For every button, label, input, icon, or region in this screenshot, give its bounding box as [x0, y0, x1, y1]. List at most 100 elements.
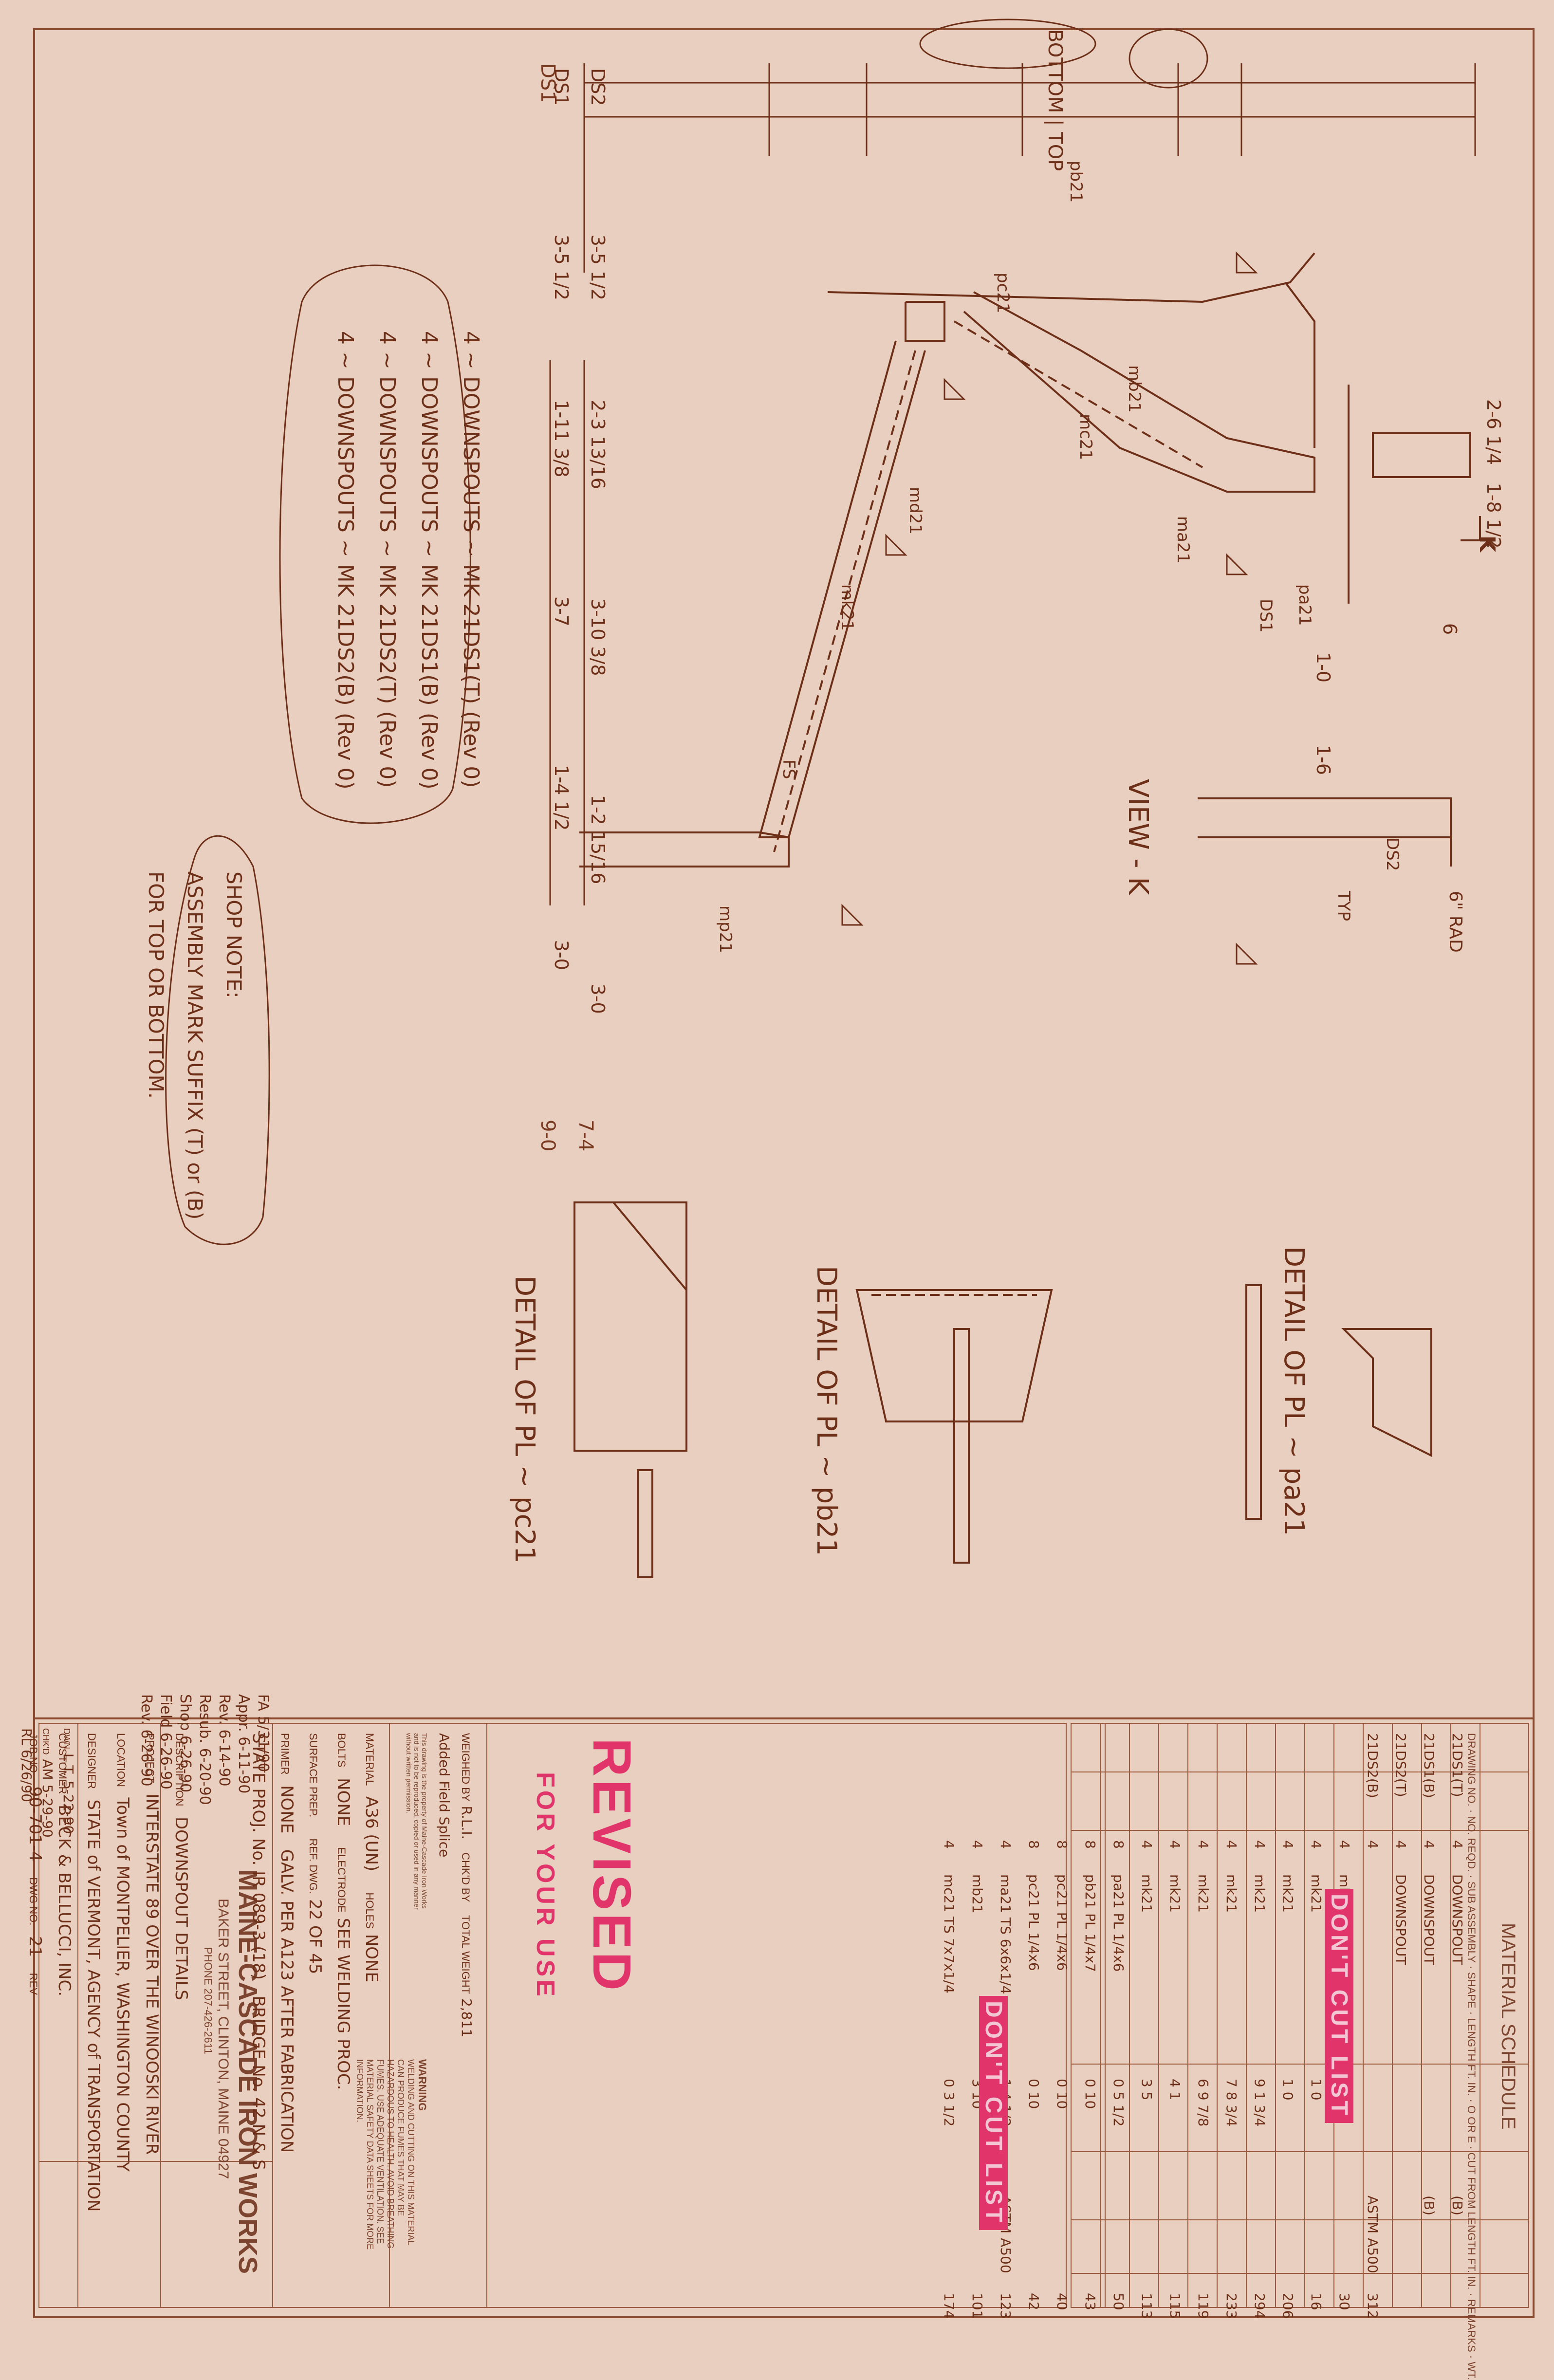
schedule-cell-wt: 123	[998, 2293, 1014, 2319]
bolts-label: BOLTS	[335, 1733, 348, 1768]
electrode-value: SEE WELDING PROC.	[333, 1918, 353, 2090]
part-label: ma21	[1173, 516, 1193, 564]
location-label: LOCATION	[115, 1733, 127, 1787]
weight-value: 2,811	[459, 1998, 475, 2038]
schedule-cell-wt: 233	[1223, 2293, 1240, 2319]
company-phone-text: PHONE 207-426-2611	[202, 1947, 214, 2054]
schedule-cell-qty: 4	[1421, 1840, 1437, 1849]
ref-dwg-value: 22 OF 45	[305, 1899, 325, 1974]
part-label: TYP	[1334, 891, 1353, 922]
schedule-cell-shape: mk21	[1195, 1874, 1211, 1913]
schedule-cell-mark: 21DS2(T)	[1393, 1733, 1409, 1797]
designer-value: STATE of VERMONT, AGENCY of TRANSPORTATI…	[84, 1799, 103, 2212]
schedule-cell-qty: 4	[941, 1840, 957, 1849]
location-value: Town of MONTPELIER, WASHINGTON COUNTY	[113, 1797, 132, 2172]
part-label: pb21	[1066, 161, 1086, 203]
schedule-cell-wt: 206	[1280, 2293, 1296, 2319]
finish-value: GALV. PER A123 AFTER FABRICATION	[277, 1849, 296, 2153]
schedule-row: 21DS2(T)4DOWNSPOUT	[1393, 1733, 1409, 2342]
schedule-row: 21DS1(T)4DOWNSPOUT(B)	[1449, 1733, 1465, 2342]
schedule-row: 8pc21 PL 1/4x60 1042	[1026, 1733, 1042, 2342]
dim-ds2-1: 3-5 1/2	[587, 234, 609, 301]
schedule-cell-shape: mk21	[1252, 1874, 1268, 1913]
col-header: CUT FROM LENGTH FT. IN.	[1465, 2152, 1478, 2290]
schedule-cell-wt: 50	[1110, 2293, 1127, 2310]
weight-fields: WEIGHED BY R.L.I. CHK'D BY TOTAL WEIGHT …	[433, 1733, 477, 2037]
schedule-cell-mark: 21DS1(T)	[1449, 1733, 1465, 1797]
part-label: mb21	[1125, 365, 1144, 413]
schedule-cell-wt: 294	[1252, 2293, 1268, 2319]
dim-ds2-0: DS2	[587, 68, 609, 106]
schedule-cell-shape: pa21 PL 1/4x6	[1110, 1874, 1127, 1972]
schedule-cell-wt: 101	[969, 2293, 985, 2319]
dont-cut-text: DON'T CUT LIST	[1326, 1894, 1352, 2118]
schedule-row: 4mk217 8 3/4233	[1223, 1733, 1240, 2342]
part-label: FS	[779, 759, 798, 779]
col-header: SUB ASSEMBLY	[1465, 1881, 1478, 1963]
dim-ds1-4: 1-4 1/2	[551, 765, 572, 831]
schedule-cell-qty: 4	[1139, 1840, 1155, 1849]
schedule-cell-qty: 4	[1308, 1840, 1324, 1849]
part-label: DS1	[1256, 599, 1276, 633]
schedule-cell-remarks: (B)	[1421, 2196, 1437, 2216]
primer-label: PRIMER	[279, 1733, 291, 1775]
schedule-cell-len: 1 0	[1280, 2079, 1296, 2101]
revised-stamp-text: REVISED	[582, 1738, 642, 1993]
dim-6-value: 6	[1439, 623, 1461, 635]
schedule-cell-qty: 4	[1449, 1840, 1465, 1849]
dim-total-ds2: 7-4	[574, 1120, 597, 1152]
schedule-cell-len: 0 3 1/2	[941, 2079, 957, 2127]
for-your-use-stamp: FOR YOUR USE	[531, 1772, 560, 1999]
schedule-cell-qty: 8	[1082, 1840, 1098, 1849]
bolts-value: NONE	[333, 1778, 353, 1827]
schedule-cell-wt: 312	[1365, 2293, 1381, 2319]
part-label: DS2	[1383, 837, 1402, 871]
surface-prep-label: SURFACE PREP.	[307, 1733, 319, 1818]
material-value: A36 (UN)	[362, 1796, 381, 1872]
schedule-cell-mark: 21DS1(B)	[1421, 1733, 1437, 1798]
schedule-cell-qty: 8	[1026, 1840, 1042, 1849]
dim-ds1-3: 3-7	[551, 596, 572, 627]
col-header: O OR E	[1465, 2105, 1478, 2143]
dims-top-ds2: DS2 3-5 1/2 2-3 13/16 3-10 3/8 1-2 15/16…	[587, 68, 609, 1014]
col-header: DRAWING NO.	[1465, 1733, 1478, 1807]
dim-1-6: 1-6	[1313, 745, 1334, 775]
revised-stamp: REVISED	[581, 1738, 643, 1993]
company-phone: PHONE 207-426-2611	[202, 1947, 214, 2054]
col-header: REMARKS	[1465, 2299, 1478, 2352]
rev-label: REV	[27, 1973, 39, 1995]
schedule-rows	[1100, 1723, 1480, 2307]
dwn-label: DWN	[62, 1728, 72, 1749]
chkd-value: AM 5-29-90	[39, 1759, 56, 1838]
schedule-cell-shape: pc21 PL 1/4x6	[1054, 1874, 1070, 1971]
schedule-cell-qty: 4	[1252, 1840, 1268, 1849]
shop-note-line: FOR TOP OR BOTTOM.	[144, 871, 168, 1099]
schedule-header: DRAWING NO. · NO. REQD. · SUB ASSEMBLY ·…	[1465, 1733, 1478, 2380]
schedule-row: 4mk211 016	[1308, 1733, 1324, 2342]
schedule-cell-qty: 4	[998, 1840, 1014, 1849]
schedule-cell-qty: 4	[1223, 1840, 1240, 1849]
detail-title-c: DETAIL OF PL ~ pc21	[509, 1275, 540, 1563]
shop-note: SHOP NOTE: ASSEMBLY MARK SUFFIX (T) or (…	[136, 871, 253, 1219]
schedule-row: 8pb21 PL 1/4x70 1043	[1082, 1733, 1098, 2342]
dim-1-0-value: 1-0	[1313, 652, 1334, 683]
schedule-cell-len: 3 5	[1139, 2079, 1155, 2101]
schedule-row: 4mc21 TS 7x7x1/40 3 1/2174	[941, 1733, 957, 2342]
schedule-cell-wt: 43	[1082, 2293, 1098, 2310]
schedule-row: 8pa21 PL 1/4x60 5 1/250	[1110, 1733, 1127, 2342]
holes-value: NONE	[362, 1934, 381, 1982]
schedule-cell-len: 9 1 3/4	[1252, 2079, 1268, 2127]
detail-a-label: DETAIL OF PL ~ pa21	[1278, 1246, 1310, 1536]
schedule-cell-shape: mc21 TS 7x7x1/4	[941, 1874, 957, 1993]
schedule-cell-len: 0 10	[1054, 2079, 1070, 2109]
top-label: TOP	[1044, 132, 1066, 171]
schedule-row: 4mk216 9 7/8119	[1195, 1733, 1211, 2342]
schedule-cell-len: 0 10	[1026, 2079, 1042, 2109]
first-submittal: FA 5/31/90	[255, 1694, 272, 1772]
schedule-cell-shape: DOWNSPOUT	[1421, 1874, 1437, 1965]
ref-dwg-label: REF. DWG.	[307, 1838, 319, 1894]
schedule-row: 4mk213 5113	[1139, 1733, 1155, 2342]
schedule-cell-len: 4 1	[1167, 2079, 1183, 2101]
note-added: Added Field Splice	[436, 1733, 452, 1858]
